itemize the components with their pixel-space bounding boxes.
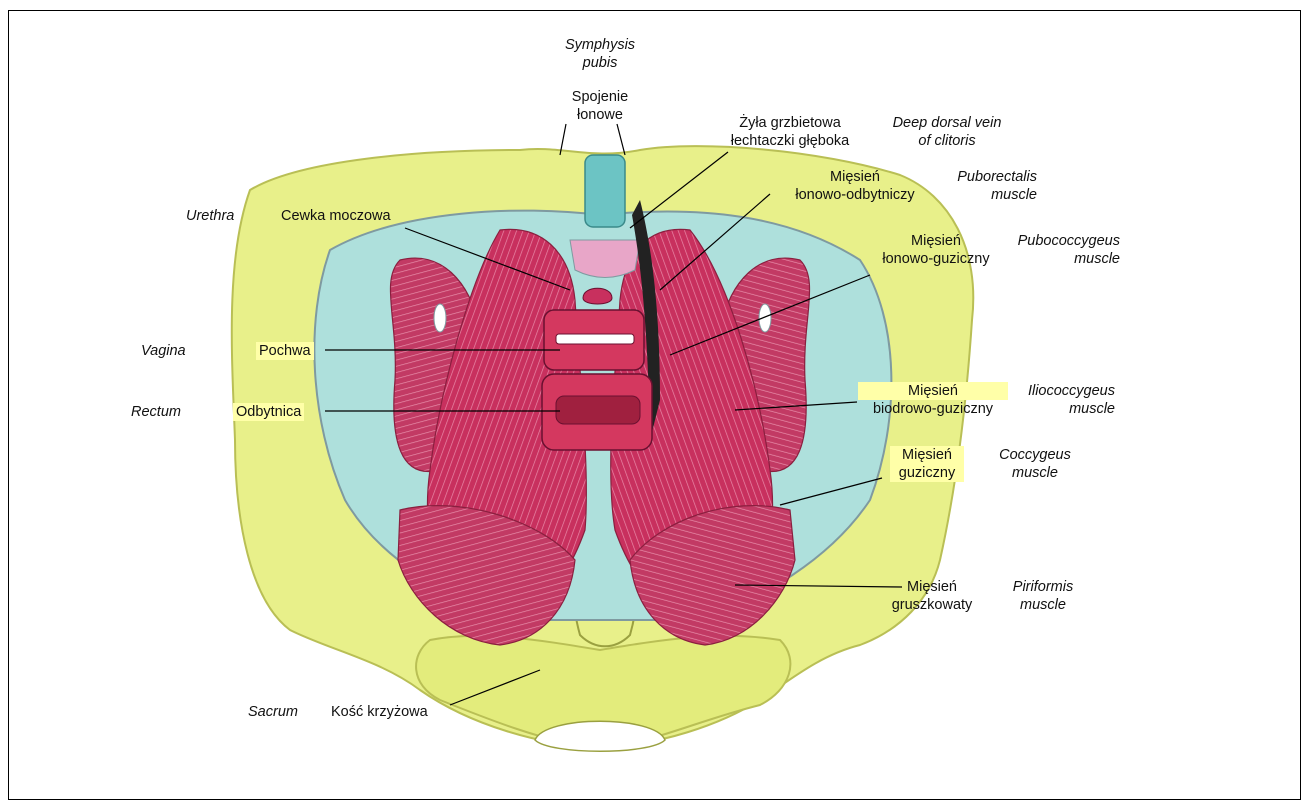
pubococcygeus-pl-line1: Mięsień (856, 232, 1016, 250)
symphysis-pl-label: Spojenie łonowe (545, 88, 655, 124)
urethra-pl-label: Cewka moczowa (281, 207, 391, 225)
coccygeus-en-label: Coccygeus muscle (990, 446, 1080, 482)
sacrum-en-label: Sacrum (248, 703, 298, 721)
sacrum-pl-label: Kość krzyżowa (331, 703, 428, 721)
symphysis-en-line2: pubis (545, 54, 655, 72)
coccygeus-pl-line1: Mięsień (893, 446, 961, 464)
pubococcygeus-pl-label: Mięsień łonowo-guziczny (856, 232, 1016, 268)
pubococcygeus-pl-line2: łonowo-guziczny (856, 250, 1016, 268)
iliococcygeus-en-line1: Iliococcygeus (1025, 382, 1115, 400)
urethra (583, 288, 612, 304)
puborectalis-pl-line2: łonowo-odbytniczy (760, 186, 950, 204)
urethra-en-label: Urethra (186, 207, 234, 225)
coccygeus-pl-label: Mięsień guziczny (890, 446, 964, 482)
coccygeus-en-line1: Coccygeus (990, 446, 1080, 464)
vagina-en-label: Vagina (141, 342, 186, 360)
dorsal-vein-pl-line1: Żyła grzbietowa (715, 114, 865, 132)
dorsal-vein-en-line2: of clitoris (872, 132, 1022, 150)
piriformis-pl-line2: gruszkowaty (882, 596, 982, 614)
vagina-pl-label: Pochwa (256, 342, 314, 360)
rectum-pl-label: Odbytnica (233, 403, 304, 421)
piriformis-en-line1: Piriformis (998, 578, 1088, 596)
puborectalis-en-label: Puborectalis muscle (955, 168, 1037, 204)
piriformis-en-line2: muscle (998, 596, 1088, 614)
iliococcygeus-pl-label: Mięsień biodrowo-guziczny (858, 382, 1008, 418)
iliococcygeus-en-label: Iliococcygeus muscle (1025, 382, 1115, 418)
dorsal-vein-pl-line2: łechtaczki głęboka (715, 132, 865, 150)
dorsal-vein-pl-label: Żyła grzbietowa łechtaczki głęboka (715, 114, 865, 150)
symphysis-pl-line1: Spojenie (545, 88, 655, 106)
puborectalis-pl-line1: Mięsień (760, 168, 950, 186)
piriformis-pl-line1: Mięsień (882, 578, 982, 596)
symphysis-en-label: Symphysis pubis (545, 36, 655, 72)
piriformis-pl-label: Mięsień gruszkowaty (882, 578, 982, 614)
puborectalis-en-line1: Puborectalis (955, 168, 1037, 186)
iliococcygeus-pl-line1: Mięsień (858, 382, 1008, 400)
piriformis-en-label: Piriformis muscle (998, 578, 1088, 614)
obturator-foramen-right (759, 304, 771, 332)
pubococcygeus-en-line1: Pubococcygeus (1010, 232, 1120, 250)
pubococcygeus-en-line2: muscle (1010, 250, 1120, 268)
clitoris-region (570, 240, 640, 278)
coccygeus-en-line2: muscle (990, 464, 1080, 482)
pubococcygeus-en-label: Pubococcygeus muscle (1010, 232, 1120, 268)
symphysis-en-line1: Symphysis (545, 36, 655, 54)
iliococcygeus-pl-line2: biodrowo-guziczny (858, 400, 1008, 418)
vagina-lumen (556, 334, 634, 344)
puborectalis-pl-label: Mięsień łonowo-odbytniczy (760, 168, 950, 204)
rectum-lumen (556, 396, 640, 424)
puborectalis-en-line2: muscle (955, 186, 1037, 204)
iliococcygeus-en-line2: muscle (1025, 400, 1115, 418)
symphysis-pl-line2: łonowe (545, 106, 655, 124)
pubic-symphysis (585, 155, 625, 227)
obturator-foramen-left (434, 304, 446, 332)
coccygeus-pl-line2: guziczny (893, 464, 961, 482)
rectum-en-label: Rectum (131, 403, 181, 421)
dorsal-vein-en-line1: Deep dorsal vein (872, 114, 1022, 132)
dorsal-vein-en-label: Deep dorsal vein of clitoris (872, 114, 1022, 150)
